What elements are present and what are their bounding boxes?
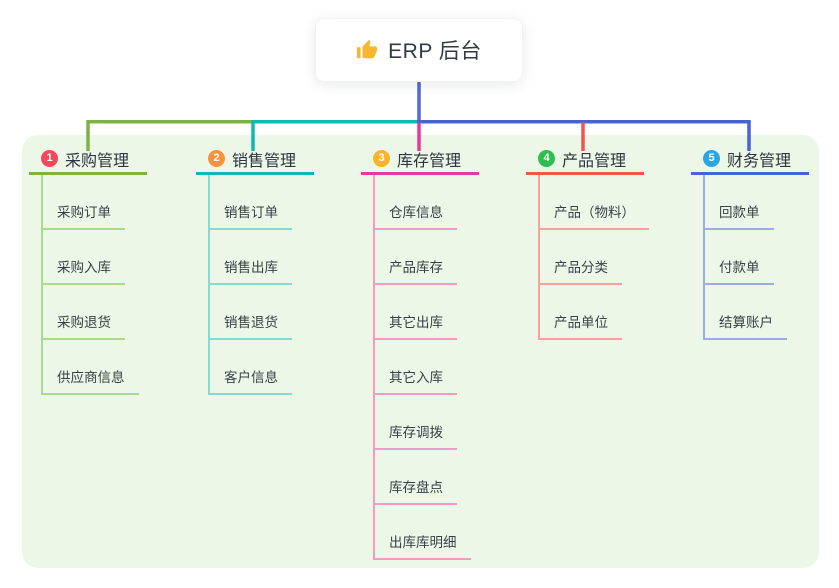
branch-number-badge: 3 [373,150,390,167]
item-label: 产品单位 [554,315,608,330]
map-node-item[interactable]: 销售退货 [210,285,292,340]
map-node-item[interactable]: 库存调拨 [375,395,457,450]
branch-header[interactable]: 2 销售管理 [196,148,314,175]
map-node-item[interactable]: 产品库存 [375,230,457,285]
item-label: 产品（物料） [554,205,635,220]
item-label: 其它入库 [389,370,443,385]
branch-column: 4 产品管理 产品（物料） 产品分类产品单位 [526,148,649,340]
item-label: 付款单 [719,260,760,275]
item-label: 库存调拨 [389,425,443,440]
map-node-item[interactable]: 采购退货 [43,285,125,340]
branch-column: 3 库存管理 仓库信息产品库存其它出库其它入库库存调拨库存盘点出库库明细 [361,148,479,560]
branch-number-badge: 5 [703,150,720,167]
branch-header[interactable]: 1 采购管理 [29,148,147,175]
map-node-item[interactable]: 库存盘点 [375,450,457,505]
connector-branch-1 [86,120,253,151]
map-node-item[interactable]: 销售订单 [210,175,292,230]
branch-items: 产品（物料） 产品分类产品单位 [538,175,649,340]
root-label: ERP 后台 [388,40,482,63]
branch-header[interactable]: 4 产品管理 [526,148,644,175]
item-label: 仓库信息 [389,205,443,220]
map-node-item[interactable]: 产品分类 [540,230,622,285]
item-label: 采购退货 [57,315,111,330]
branch-number-badge: 1 [41,150,58,167]
map-node-item[interactable]: 仓库信息 [375,175,457,230]
branch-label: 销售管理 [232,152,297,170]
item-label: 结算账户 [719,315,773,330]
map-node-item[interactable]: 产品（物料） [540,175,649,230]
branch-items: 销售订单销售出库销售退货客户信息 [208,175,292,395]
branch-items: 仓库信息产品库存其它出库其它入库库存调拨库存盘点出库库明细 [373,175,471,560]
branch-column: 2 销售管理 销售订单销售出库销售退货客户信息 [196,148,314,395]
root-node[interactable]: ERP 后台 [315,18,523,82]
map-node-item[interactable]: 销售出库 [210,230,292,285]
branch-column: 5 财务管理 回款单付款单结算账户 [691,148,809,340]
item-label: 回款单 [719,205,760,220]
map-node-item[interactable]: 付款单 [705,230,774,285]
map-node-item[interactable]: 其它入库 [375,340,457,395]
item-label: 产品分类 [554,260,608,275]
branch-header[interactable]: 5 财务管理 [691,148,809,175]
map-node-item[interactable]: 客户信息 [210,340,292,395]
map-node-item[interactable]: 回款单 [705,175,774,230]
item-label: 产品库存 [389,260,443,275]
connector-branch-2 [251,120,419,151]
branches-panel [22,135,819,568]
item-label: 供应商信息 [57,370,125,385]
branch-column: 1 采购管理 采购订单采购入库采购退货供应商信息 [29,148,147,395]
item-label: 采购订单 [57,205,111,220]
map-node-item[interactable]: 其它出库 [375,285,457,340]
item-label: 其它出库 [389,315,443,330]
map-node-item[interactable]: 产品单位 [540,285,622,340]
map-node-item[interactable]: 采购订单 [43,175,125,230]
item-label: 销售退货 [224,315,278,330]
branch-number-badge: 2 [208,150,225,167]
map-node-item[interactable]: 采购入库 [43,230,125,285]
item-label: 销售出库 [224,260,278,275]
item-label: 库存盘点 [389,480,443,495]
branch-label: 采购管理 [65,152,130,170]
map-node-item[interactable]: 结算账户 [705,285,787,340]
connector-branch-5 [417,120,751,151]
branch-items: 采购订单采购入库采购退货供应商信息 [41,175,139,395]
branch-header[interactable]: 3 库存管理 [361,148,479,175]
item-label: 出库库明细 [389,535,457,550]
map-node-item[interactable]: 出库库明细 [375,505,471,560]
branch-label: 财务管理 [727,152,792,170]
branch-label: 库存管理 [397,152,462,170]
item-label: 采购入库 [57,260,111,275]
branch-label: 产品管理 [562,152,627,170]
item-label: 销售订单 [224,205,278,220]
thumbs-up-icon [356,39,378,61]
map-node-item[interactable]: 供应商信息 [43,340,139,395]
branch-items: 回款单付款单结算账户 [703,175,787,340]
item-label: 客户信息 [224,370,278,385]
branch-number-badge: 4 [538,150,555,167]
